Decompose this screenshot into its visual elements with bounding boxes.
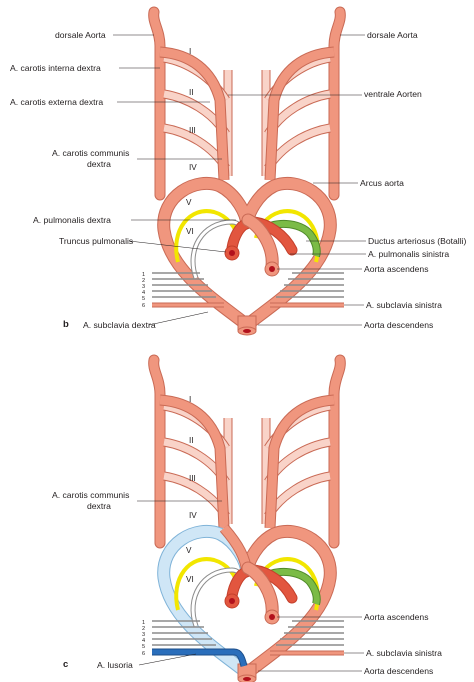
segment-number: 3: [142, 284, 145, 290]
label-truncus: Truncus pulmonalis: [59, 236, 133, 246]
segment-number: 2: [142, 278, 145, 284]
label-ductus: Ductus arteriosus (Botalli): [368, 236, 467, 246]
label-lusoria: A. lusoria: [97, 660, 133, 670]
segment-number: 1: [142, 272, 145, 278]
arch-numerals-c: I II III IV V VI: [186, 395, 197, 584]
labels-b-right: dorsale Aorta ventrale Aorten Arcus aort…: [228, 30, 467, 330]
arch-numeral: III: [189, 474, 196, 483]
arch-numerals-b: I II III IV V VI: [186, 47, 197, 236]
arch-numeral: I: [189, 395, 191, 404]
segment-number: 2: [142, 626, 145, 632]
arch-numeral: III: [189, 126, 196, 135]
labels-b-left: dorsale Aorta A. carotis interna dextra …: [10, 30, 236, 330]
label-carotis-communis-line2: dextra: [87, 159, 111, 169]
panel-b-vessels: [148, 6, 346, 336]
arch-numeral: V: [186, 198, 192, 207]
label-dorsal-aorta-left: dorsale Aorta: [55, 30, 106, 40]
segment-number: 4: [142, 638, 145, 644]
arch-numeral: II: [189, 436, 194, 445]
segment-numbers-b: 1 2 3 4 5 6: [142, 272, 145, 309]
arch-numeral: II: [189, 88, 194, 97]
segment-number: 5: [142, 644, 145, 650]
segment-number: 6: [142, 303, 145, 309]
segment-numbers-c: 1 2 3 4 5 6: [142, 620, 145, 657]
label-carotis-interna: A. carotis interna dextra: [10, 63, 101, 73]
label-subclavia-sinistra-b: A. subclavia sinistra: [366, 300, 442, 310]
label-ventral-aortas: ventrale Aorten: [364, 89, 422, 99]
intersegmental-arteries-c: [152, 620, 344, 646]
panel-c-vessels: [148, 354, 346, 682]
label-carotis-externa: A. carotis externa dextra: [10, 97, 103, 107]
arch-numeral: VI: [186, 227, 194, 236]
labels-c-right: Aorta ascendens A. subclavia sinistra Ao…: [258, 612, 442, 676]
segment-number: 5: [142, 296, 145, 302]
segment-number: 1: [142, 620, 145, 626]
panel-b-letter: b: [63, 319, 69, 330]
arch-numeral: IV: [189, 511, 197, 520]
arch-numeral: IV: [189, 163, 197, 172]
label-aorta-descendens-c: Aorta descendens: [364, 666, 433, 676]
label-aorta-ascendens-c: Aorta ascendens: [364, 612, 429, 622]
labels-c-left: A. carotis communis dextra c A. lusoria: [52, 490, 222, 670]
label-pulm-dextra: A. pulmonalis dextra: [33, 215, 111, 225]
segment-number: 6: [142, 651, 145, 657]
label-aorta-descendens-b: Aorta descendens: [364, 320, 433, 330]
label-subclavia-dextra: A. subclavia dextra: [83, 320, 156, 330]
label-carotis-communis-c-line2: dextra: [87, 501, 111, 511]
segment-number: 3: [142, 632, 145, 638]
label-carotis-communis-c-line1: A. carotis communis: [52, 490, 129, 500]
label-subclavia-sinistra-c: A. subclavia sinistra: [366, 648, 442, 658]
panel-b: I II III IV V VI 1 2 3 4 5 6 dorsale Aor…: [10, 6, 467, 336]
arch-numeral: V: [186, 546, 192, 555]
label-pulm-sinistra: A. pulmonalis sinistra: [368, 249, 449, 259]
intersegmental-arteries-b: [152, 272, 344, 298]
segment-number: 4: [142, 290, 145, 296]
arch-numeral: I: [189, 47, 191, 56]
label-dorsal-aorta-right: dorsale Aorta: [367, 30, 418, 40]
arch-numeral: VI: [186, 575, 194, 584]
label-arcus-aorta: Arcus aorta: [360, 178, 404, 188]
panel-c-letter: c: [63, 659, 68, 670]
panel-c: I II III IV V VI 1 2 3 4 5 6 A. carotis …: [52, 354, 442, 682]
label-carotis-communis-line1: A. carotis communis: [52, 148, 129, 158]
label-aorta-ascendens-b: Aorta ascendens: [364, 264, 429, 274]
